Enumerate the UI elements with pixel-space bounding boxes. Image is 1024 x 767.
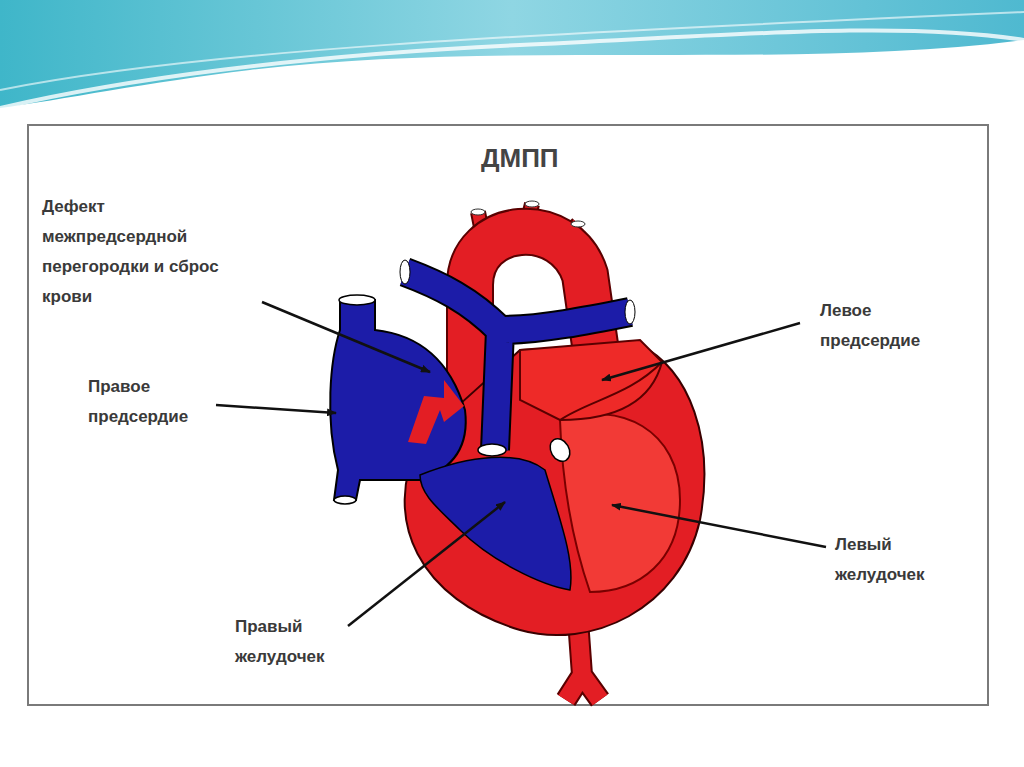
part-label: Правый желудочек — [235, 612, 365, 672]
slide-title: ДМПП — [481, 143, 559, 174]
part-label: Дефект межпредсердной перегородки и сбро… — [42, 192, 248, 312]
part-label: Правое предсердие — [88, 372, 218, 432]
part-label: Левое предсердие — [820, 296, 970, 356]
part-label: Левый желудочек — [835, 530, 975, 590]
